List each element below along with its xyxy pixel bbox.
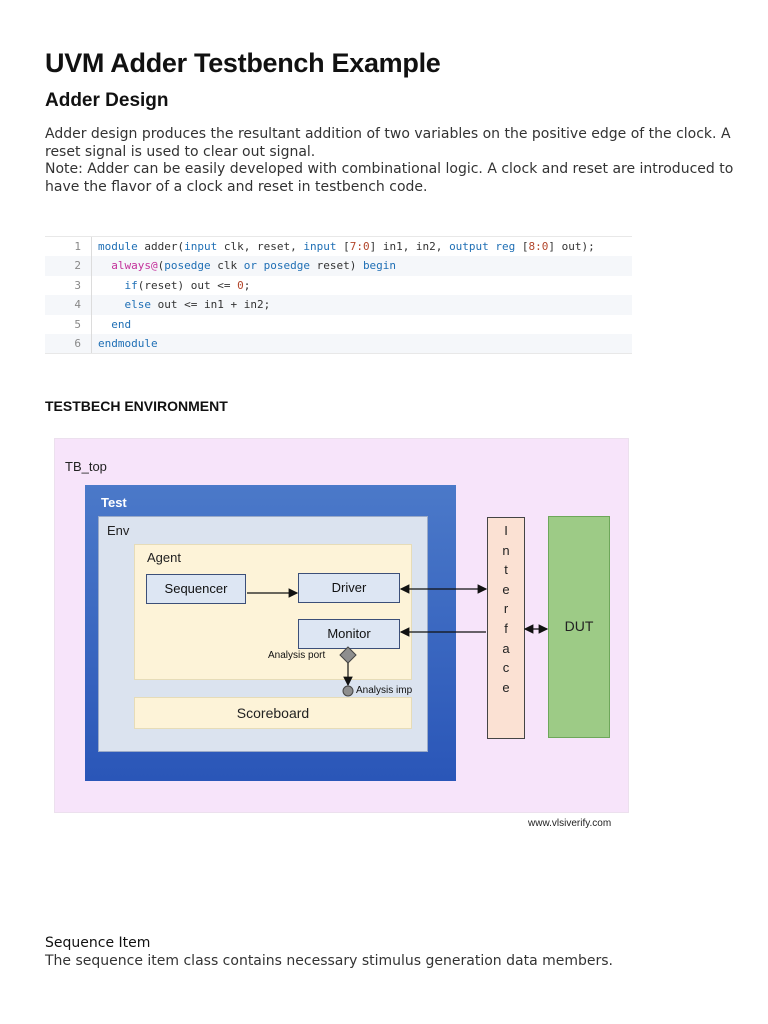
intro-line-2: Note: Adder can be easily developed with… xyxy=(45,161,734,195)
interface-box: I n t e r f a c e xyxy=(487,517,525,739)
scoreboard-box: Scoreboard xyxy=(134,697,412,729)
section-heading: TESTBECH ENVIRONMENT xyxy=(45,398,228,414)
agent-box: Agent Sequencer Driver Monitor xyxy=(134,544,412,680)
code-line: 5 end xyxy=(45,314,632,334)
interface-letter: f xyxy=(504,620,508,636)
tb-top-label: TB_top xyxy=(65,459,107,474)
analysis-imp-label: Analysis imp xyxy=(356,685,413,696)
code-line: 6 endmodule xyxy=(45,333,632,354)
code-line: 2 always@(posedge clk or posedge reset) … xyxy=(45,256,632,276)
code-line: 1 module adder(input clk, reset, input [… xyxy=(45,237,632,257)
interface-letter: I xyxy=(504,523,508,538)
interface-letter: n xyxy=(502,542,510,558)
sequence-item-text: The sequence item class contains necessa… xyxy=(45,953,614,969)
env-box: Env Agent Sequencer Driver Monitor Score… xyxy=(98,516,428,752)
line-number: 4 xyxy=(45,295,92,315)
sequencer-box: Sequencer xyxy=(146,574,246,604)
page-title: UVM Adder Testbench Example xyxy=(45,48,441,78)
analysis-port-label: Analysis port xyxy=(268,650,326,661)
interface-letter: a xyxy=(502,640,510,656)
diagram-credit: www.vlsiverify.com xyxy=(528,818,612,829)
env-label: Env xyxy=(107,523,130,538)
intro-line-1: Adder design produces the resultant addi… xyxy=(45,126,731,160)
dut-box: DUT xyxy=(548,516,610,738)
intro-paragraph: Adder design produces the resultant addi… xyxy=(45,126,735,196)
interface-letter: e xyxy=(502,679,510,695)
interface-letter: c xyxy=(502,660,510,676)
line-number: 5 xyxy=(45,314,92,334)
line-number: 3 xyxy=(45,275,92,296)
code-block: 1 module adder(input clk, reset, input [… xyxy=(45,236,632,355)
line-number: 6 xyxy=(45,333,92,354)
interface-letter: e xyxy=(502,581,510,597)
interface-letter: r xyxy=(503,601,509,617)
section-subtitle: Adder Design xyxy=(45,90,169,111)
driver-box: Driver xyxy=(298,573,400,603)
agent-label: Agent xyxy=(147,550,181,565)
testbench-diagram: TB_top Test Env Agent Sequencer Driver M… xyxy=(54,438,629,813)
line-number: 1 xyxy=(45,237,92,257)
test-label: Test xyxy=(101,495,127,510)
test-box: Test Env Agent Sequencer Driver Monitor … xyxy=(85,485,456,781)
sequence-item-heading: Sequence Item xyxy=(45,935,151,951)
interface-letter: t xyxy=(504,562,508,578)
monitor-box: Monitor xyxy=(298,619,400,649)
line-number: 2 xyxy=(45,256,92,276)
code-line: 3 if(reset) out <= 0; xyxy=(45,275,632,296)
code-line: 4 else out <= in1 + in2; xyxy=(45,295,632,315)
